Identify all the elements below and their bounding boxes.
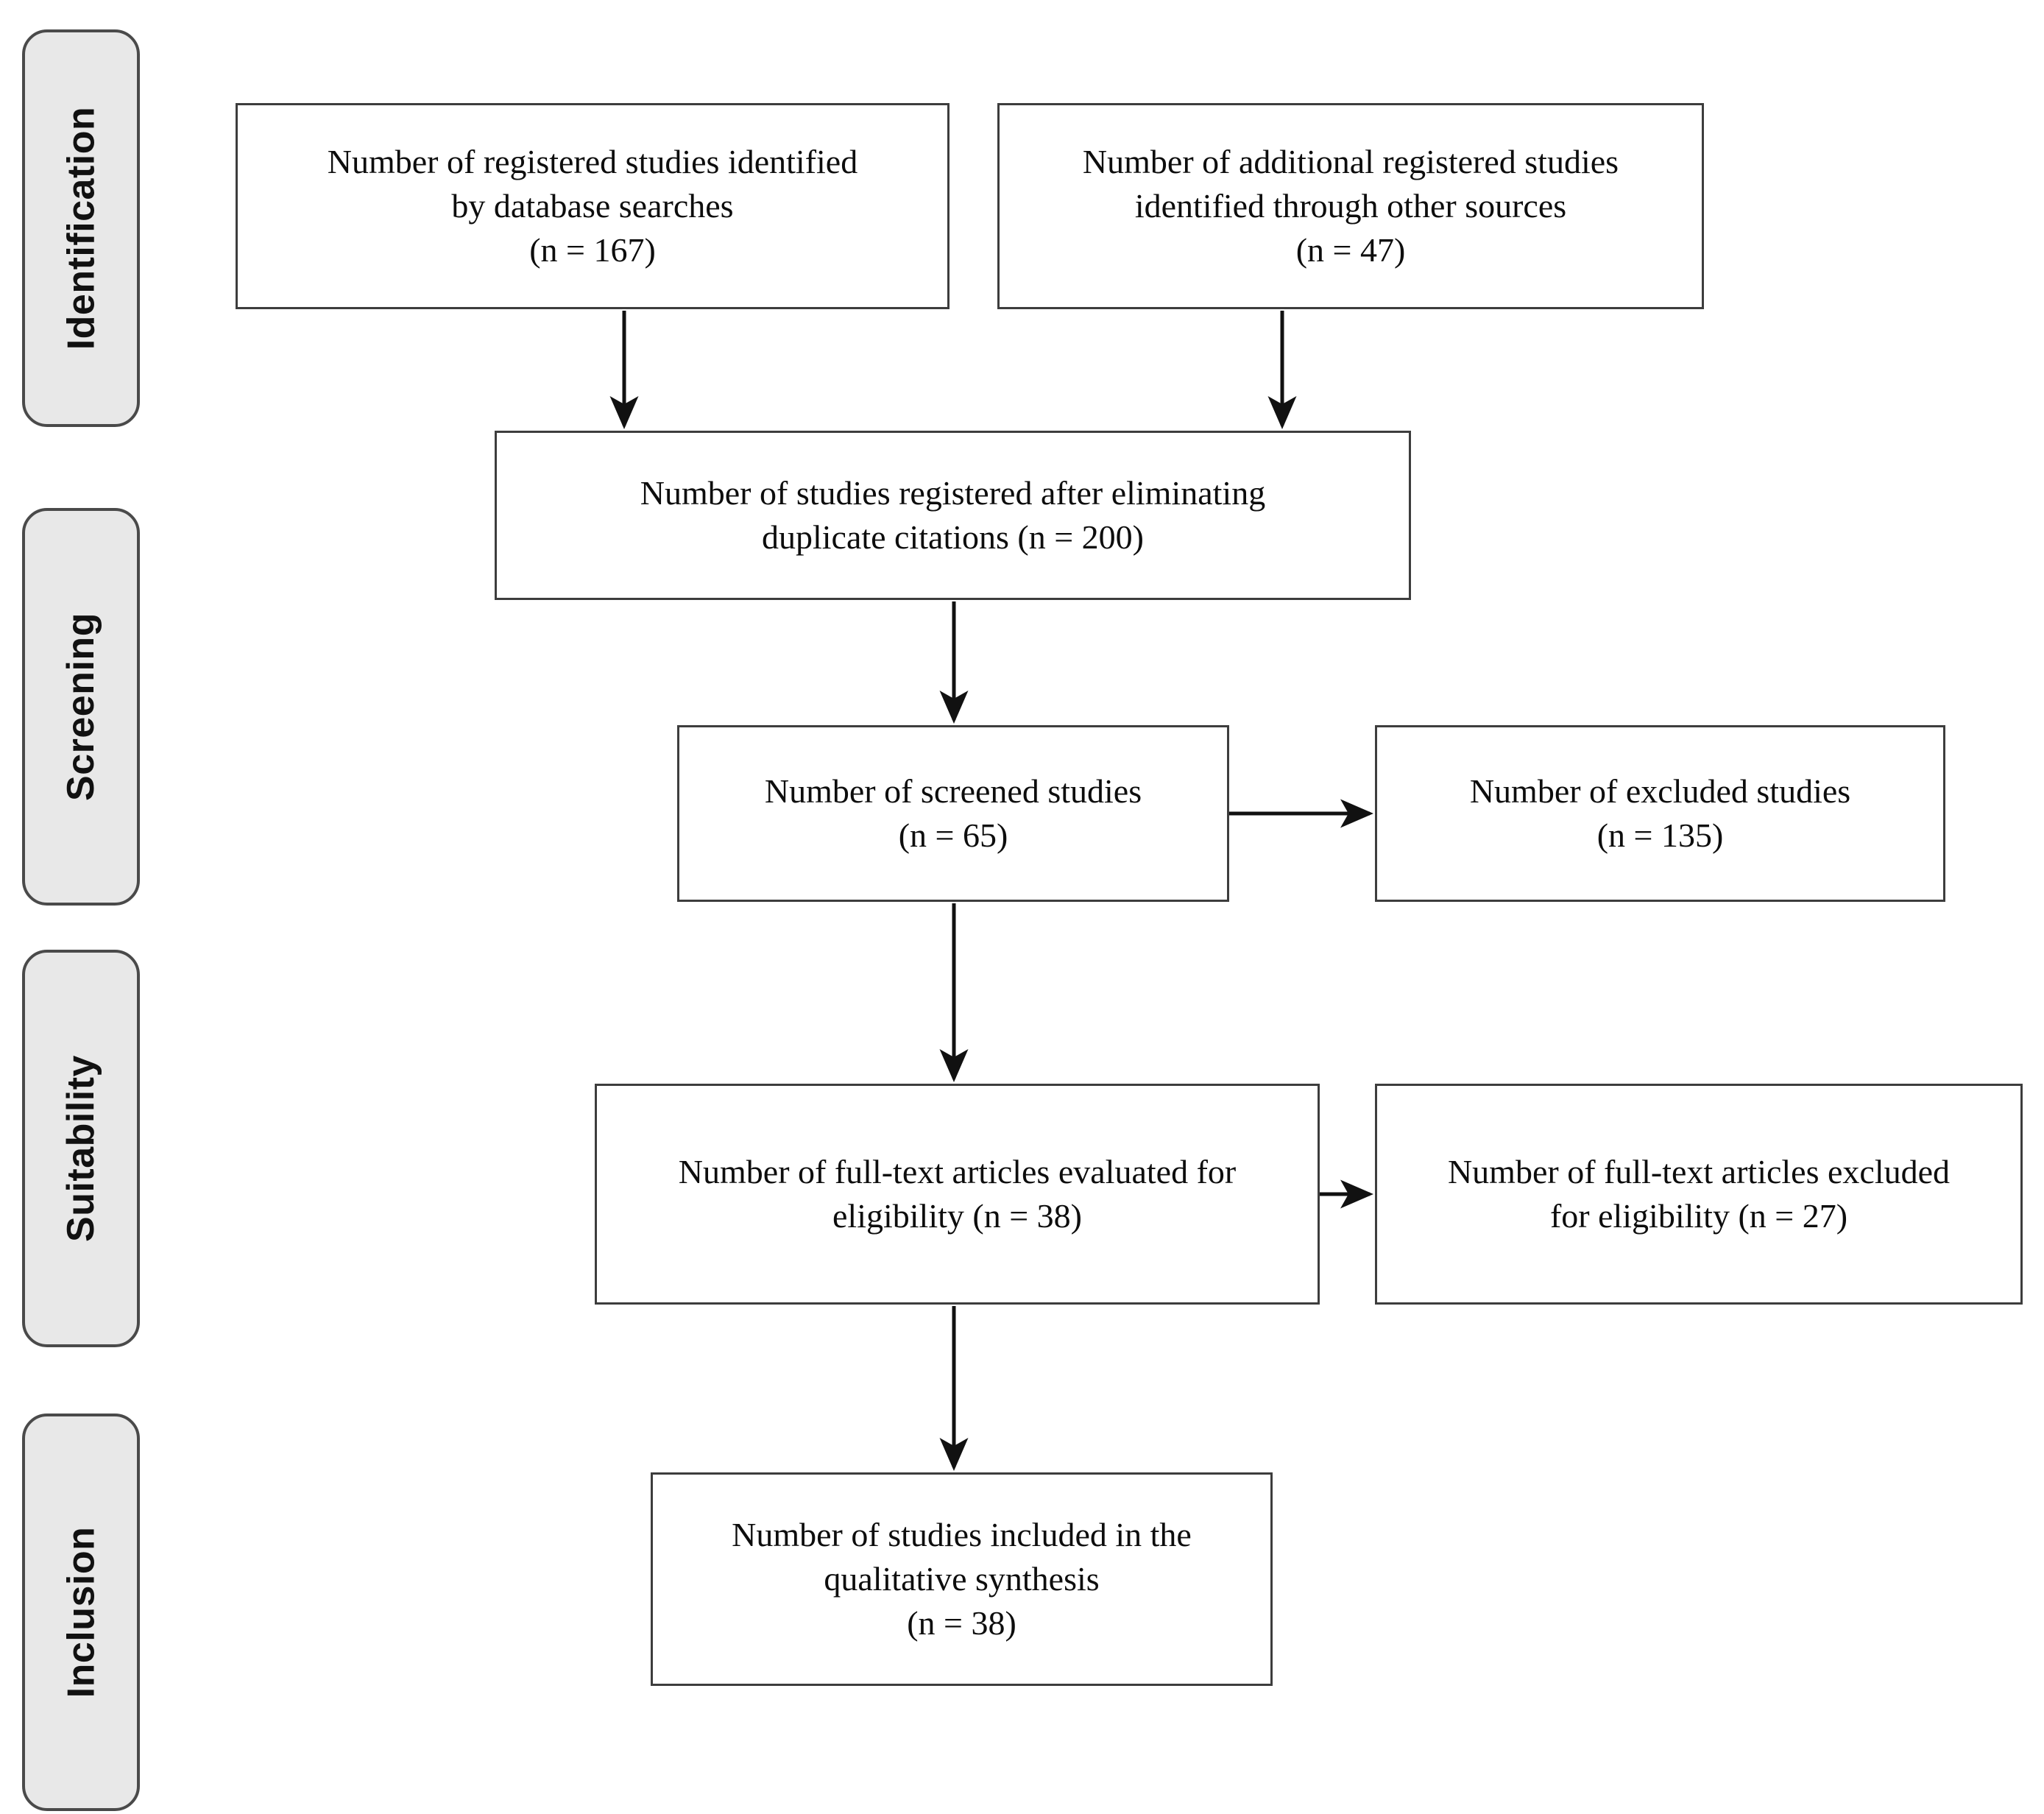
box-excluded-studies-text: Number of excluded studies (n = 135) xyxy=(1469,772,1851,854)
box-after-duplicates-text: Number of studies registered after elimi… xyxy=(640,474,1266,556)
box-other-sources: Number of additional registered studies … xyxy=(997,103,1704,309)
box-screened-studies: Number of screened studies (n = 65) xyxy=(677,725,1229,902)
stage-label-screening-text: Screening xyxy=(60,613,103,801)
box-included-qualitative: Number of studies included in the qualit… xyxy=(651,1472,1273,1686)
box-after-duplicates: Number of studies registered after elimi… xyxy=(495,431,1411,600)
box-fulltext-eligibility-text: Number of full-text articles evaluated f… xyxy=(678,1153,1237,1235)
stage-label-identification-text: Identification xyxy=(60,106,102,350)
stage-label-screening: Screening xyxy=(22,508,140,906)
box-fulltext-excluded-text: Number of full-text articles excluded fo… xyxy=(1447,1153,1951,1235)
box-included-qualitative-text: Number of studies included in the qualit… xyxy=(732,1516,1192,1642)
stage-label-suitability-text: Suitability xyxy=(60,1055,103,1242)
stage-label-suitability: Suitability xyxy=(22,950,140,1347)
stage-label-inclusion: Inclusion xyxy=(22,1414,140,1811)
stage-label-inclusion-text: Inclusion xyxy=(60,1526,102,1698)
box-excluded-studies: Number of excluded studies (n = 135) xyxy=(1375,725,1945,902)
stage-label-identification: Identification xyxy=(22,29,140,427)
box-screened-studies-text: Number of screened studies (n = 65) xyxy=(764,772,1142,854)
box-fulltext-excluded: Number of full-text articles excluded fo… xyxy=(1375,1084,2023,1305)
box-other-sources-text: Number of additional registered studies … xyxy=(1082,143,1619,269)
box-db-searches-text: Number of registered studies identified … xyxy=(327,143,858,269)
box-fulltext-eligibility: Number of full-text articles evaluated f… xyxy=(595,1084,1320,1305)
box-db-searches: Number of registered studies identified … xyxy=(236,103,949,309)
